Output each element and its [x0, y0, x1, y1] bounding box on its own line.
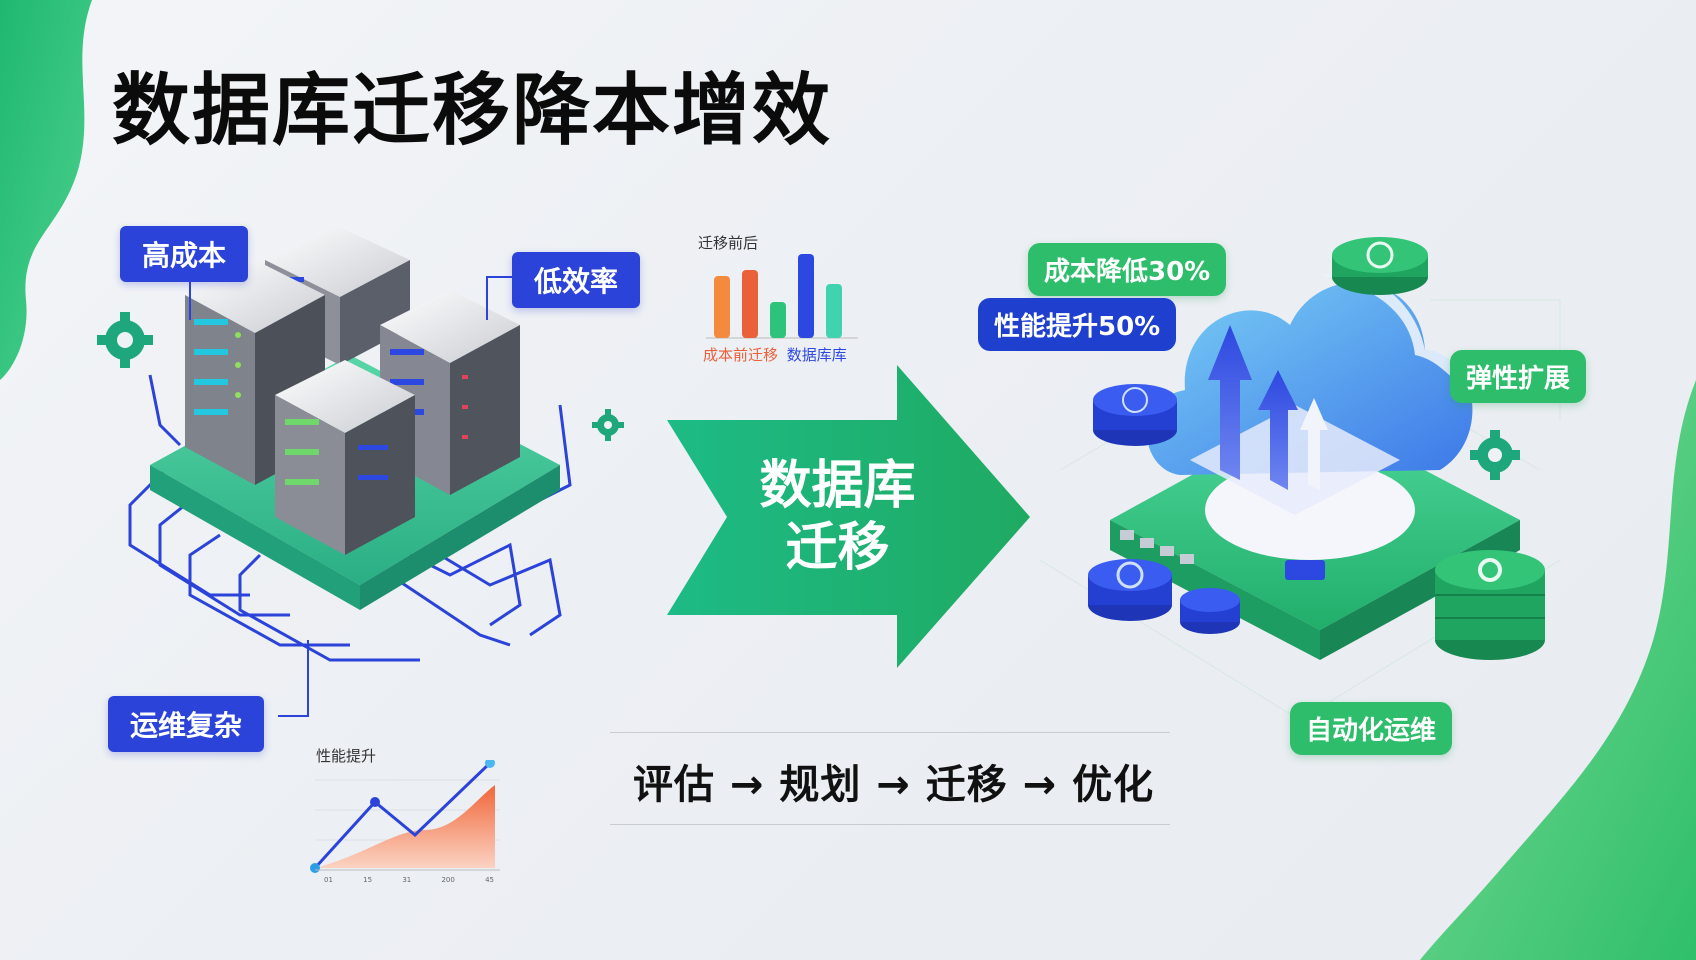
tick-label: 15	[363, 876, 373, 884]
tag-high-cost: 高成本	[120, 226, 249, 282]
line-series	[313, 761, 492, 870]
database-icon	[1435, 550, 1545, 660]
blob-bottom-right	[1420, 380, 1696, 960]
tick-label: 31	[402, 876, 412, 884]
bar-chart-caption-a-text: 成本前迁移	[703, 346, 779, 364]
tag-complex-ops: 运维复杂	[108, 696, 265, 752]
blob-top-left	[0, 0, 92, 380]
glass-pedestal	[1190, 405, 1400, 515]
arrow-up-icon	[1208, 325, 1252, 480]
mini-bar	[798, 254, 814, 338]
tag-cost-reduce: 成本降低30%	[1028, 243, 1227, 296]
page-title: 数据库迁移降本增效	[112, 66, 833, 156]
gear-icon	[1470, 430, 1520, 480]
server-stack-front	[275, 360, 415, 555]
database-icon	[1088, 559, 1172, 621]
divider-bottom	[610, 824, 1170, 825]
arrow-label-line1: 数据库	[759, 456, 916, 516]
tag-low-efficiency: 低效率	[512, 252, 641, 308]
mini-bar	[770, 302, 786, 338]
server-cluster-illustration	[97, 225, 624, 662]
arrow-label-line2: 迁移	[785, 518, 890, 578]
bar-chart-caption-b-text: 数据库库	[786, 346, 847, 364]
line-point	[485, 760, 495, 768]
arrow-up-icon	[1258, 370, 1298, 490]
line-point	[370, 797, 380, 807]
line-chart-ticks: 01 15 31 200 45	[324, 876, 494, 884]
gear-icon	[592, 409, 624, 441]
gear-icon	[97, 312, 153, 368]
tick-label: 200	[441, 876, 455, 884]
mini-bar	[826, 284, 842, 338]
database-icon	[1332, 237, 1428, 295]
database-icon	[1180, 588, 1240, 634]
mini-bar-chart	[706, 254, 858, 339]
migration-arrow	[667, 365, 1030, 668]
line-chart-title: 性能提升	[316, 747, 377, 765]
tag-perf-improve: 性能提升50%	[978, 298, 1177, 351]
process-steps: 评估 → 规划 → 迁移 → 优化	[633, 762, 1155, 808]
arrow-up-icon	[1300, 398, 1328, 490]
line-point	[310, 863, 320, 873]
bar-chart-title: 迁移前后	[698, 234, 759, 252]
mini-bar	[714, 276, 730, 338]
tag-elastic-scale: 弹性扩展	[1450, 350, 1587, 403]
divider-top	[610, 732, 1170, 733]
database-icon	[1093, 384, 1177, 446]
status-panel	[1285, 560, 1325, 580]
bar-chart-caption-a: 成本前迁移 数据库库	[703, 344, 847, 365]
arrow-label: 数据库 迁移	[745, 455, 930, 579]
area-fill	[315, 785, 495, 868]
tick-label: 45	[485, 876, 494, 884]
mini-line-chart	[310, 760, 500, 873]
tag-auto-ops: 自动化运维	[1290, 702, 1453, 755]
mini-bar	[742, 270, 758, 338]
tick-label: 01	[324, 876, 333, 884]
